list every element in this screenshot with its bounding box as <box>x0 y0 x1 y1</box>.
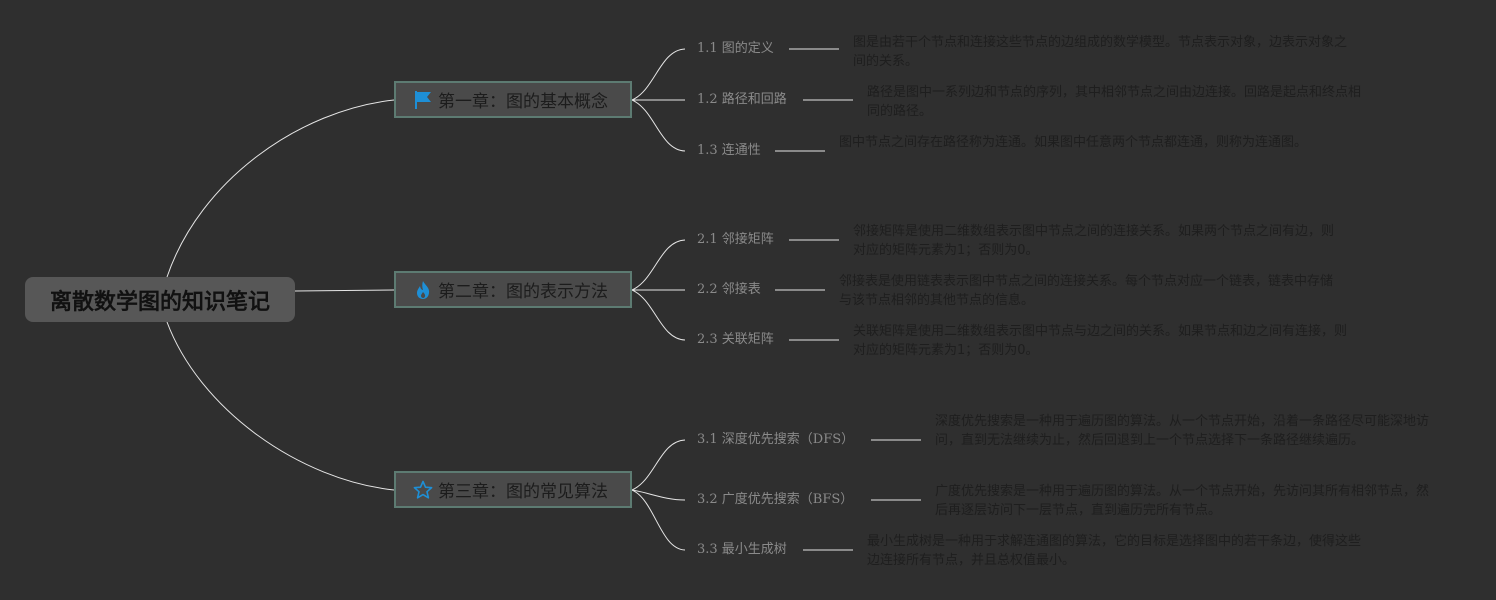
section-1-3[interactable]: 1.3 连通性 <box>697 143 761 158</box>
section-2-3-note: 关联矩阵是使用二维数组表示图中节点与边之间的关系。如果节点和边之间有连接，则对应… <box>853 324 1348 358</box>
section-3-2-note: 广度优先搜索是一种用于遍历图的算法。从一个节点开始，先访问其所有相邻节点，然后再… <box>935 484 1430 518</box>
section-2-3[interactable]: 2.3 关联矩阵 <box>697 332 774 347</box>
chapter-1-label: 第一章：图的基本概念 <box>438 92 608 112</box>
root-topic-label: 离散数学图的知识笔记 <box>49 289 270 315</box>
star-icon <box>412 479 434 501</box>
flame-icon <box>412 279 434 301</box>
link-ch3-s2 <box>631 489 686 501</box>
root-topic[interactable]: 离散数学图的知识笔记 <box>25 277 295 322</box>
chapter-2-label: 第二章：图的表示方法 <box>438 282 608 302</box>
section-3-3[interactable]: 3.3 最小生成树 <box>697 542 787 557</box>
section-3-1-note: 深度优先搜索是一种用于遍历图的算法。从一个节点开始，沿着一条路径尽可能深地访问，… <box>935 414 1430 448</box>
link-root-chapter-1 <box>166 99 395 278</box>
chapter-2-topic[interactable]: 第二章：图的表示方法 <box>394 271 632 308</box>
link-ch1-s1 <box>631 48 686 101</box>
link-root-chapter-3 <box>166 321 395 491</box>
link-root-chapter-2 <box>294 289 395 292</box>
link-ch1-s3 <box>631 99 686 152</box>
section-3-2[interactable]: 3.2 广度优先搜索（BFS） <box>697 492 854 507</box>
section-1-3-note: 图中节点之间存在路径称为连通。如果图中任意两个节点都连通，则称为连通图。 <box>839 135 1308 150</box>
flag-icon <box>412 89 434 111</box>
section-3-1[interactable]: 3.1 深度优先搜索（DFS） <box>697 432 855 447</box>
chapter-1-topic[interactable]: 第一章：图的基本概念 <box>394 81 632 118</box>
section-2-2-note: 邻接表是使用链表表示图中节点之间的连接关系。每个节点对应一个链表，链表中存储与该… <box>839 274 1334 308</box>
section-1-2[interactable]: 1.2 路径和回路 <box>697 92 787 107</box>
section-2-1-note: 邻接矩阵是使用二维数组表示图中节点之间的连接关系。如果两个节点之间有边，则对应的… <box>853 224 1335 258</box>
section-1-2-note: 路径是图中一系列边和节点的序列，其中相邻节点之间由边连接。回路是起点和终点相同的… <box>867 85 1362 119</box>
link-ch3-s3 <box>631 489 686 551</box>
section-2-2[interactable]: 2.2 邻接表 <box>697 282 761 297</box>
link-ch3-s1 <box>631 439 686 491</box>
section-3-3-note: 最小生成树是一种用于求解连通图的算法，它的目标是选择图中的若干条边，使得这些边连… <box>867 534 1362 568</box>
section-1-1-note: 图是由若干个节点和连接这些节点的边组成的数学模型。节点表示对象，边表示对象之间的… <box>853 35 1348 69</box>
link-ch2-s1 <box>631 239 686 291</box>
chapter-3-label: 第三章：图的常见算法 <box>438 482 608 502</box>
section-2-1[interactable]: 2.1 邻接矩阵 <box>697 232 774 247</box>
section-1-1[interactable]: 1.1 图的定义 <box>697 41 774 56</box>
chapter-3-topic[interactable]: 第三章：图的常见算法 <box>394 471 632 508</box>
link-ch2-s3 <box>631 289 686 341</box>
